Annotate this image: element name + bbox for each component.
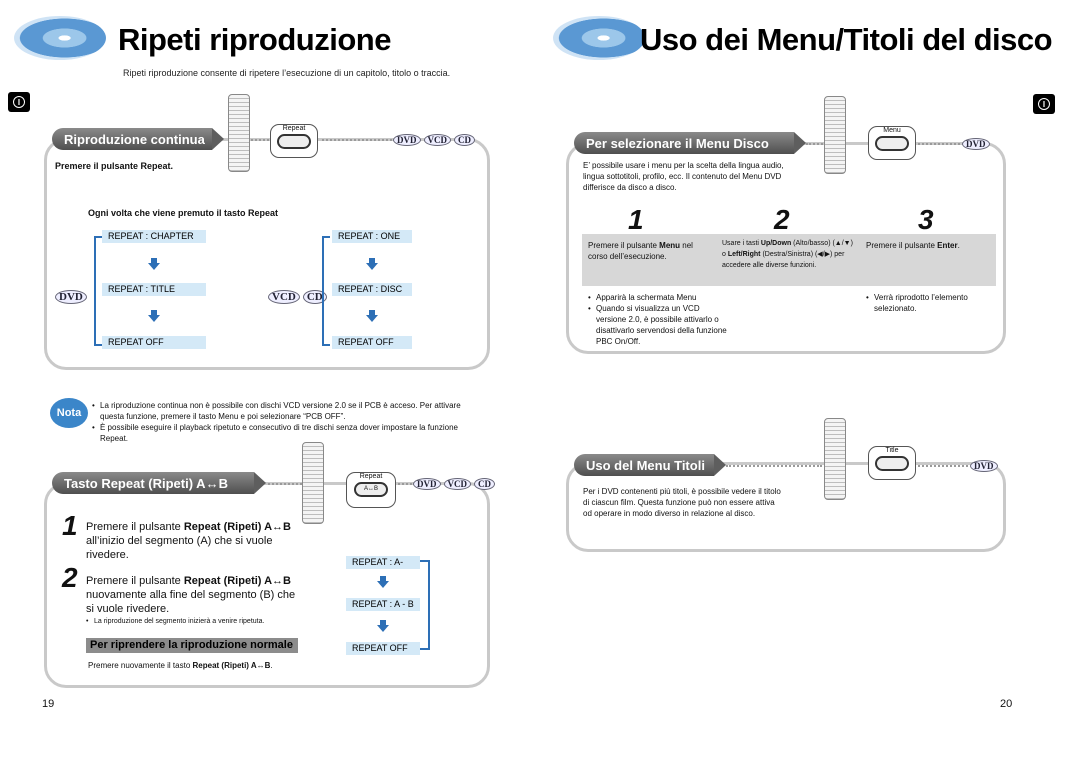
note-item: La riproduzione continua non è possibile… xyxy=(92,400,482,422)
section-tab: Uso del Menu Titoli xyxy=(574,454,726,476)
step-text: Premere il pulsante Repeat (Ripeti) A↔B … xyxy=(86,521,291,561)
step-text: Premere il pulsante Menu nel corso dell’… xyxy=(588,241,693,261)
mode-off: REPEAT OFF xyxy=(102,336,206,349)
step-number: 2 xyxy=(62,562,78,593)
title-button-bubble: Title xyxy=(868,446,916,480)
note-list: La riproduzione continua non è possibile… xyxy=(92,400,482,444)
arrow-down-icon xyxy=(148,310,160,322)
step-note: La riproduzione del segmento inizierà a … xyxy=(86,618,264,625)
dvd-badge: DVD xyxy=(55,290,87,304)
step-text: Usare i tasti Up/Down (Alto/basso) (▲/▼)… xyxy=(722,240,853,269)
divider xyxy=(918,465,968,467)
repeat-button-bubble: Repeat xyxy=(270,124,318,158)
ab-panel xyxy=(44,482,490,688)
mode-disc: REPEAT : DISC xyxy=(332,283,412,296)
mode-a: REPEAT : A- xyxy=(346,556,420,569)
page-subtitle: Ripeti riproduzione consente di ripetere… xyxy=(123,68,451,78)
step-number: 3 xyxy=(918,204,934,235)
step-text: Premere il pulsante Repeat (Ripeti) A↔B … xyxy=(86,575,296,615)
section-tab: Tasto Repeat (Ripeti) A↔B xyxy=(52,472,266,494)
step-text: Premere il pulsante Enter. xyxy=(866,241,960,250)
loop-arrow xyxy=(420,560,430,650)
resume-text: Premere nuovamente il tasto Repeat (Ripe… xyxy=(88,661,273,670)
remote-icon xyxy=(824,96,846,174)
page-number: 20 xyxy=(1000,698,1013,710)
divider xyxy=(322,139,392,141)
page-title: Uso dei Menu/Titoli del disco xyxy=(640,22,1053,57)
each-press: Ogni volta che viene premuto il tasto Re… xyxy=(88,208,279,218)
notes-left: Apparirà la schermata Menu Quando si vis… xyxy=(588,292,728,347)
loop-arrow xyxy=(322,236,330,346)
mode-title: REPEAT : TITLE xyxy=(102,283,206,296)
remote-icon xyxy=(228,94,250,172)
mode-ab: REPEAT : A - B xyxy=(346,598,420,611)
step-number: 2 xyxy=(774,204,790,235)
arrow-down-icon xyxy=(377,620,389,632)
loop-arrow xyxy=(94,236,102,346)
resume-bar: Per riprendere la riproduzione normale xyxy=(86,638,298,653)
menu-button-bubble: Menu xyxy=(868,126,916,160)
remote-icon xyxy=(824,418,846,500)
divider xyxy=(806,143,826,145)
divider xyxy=(398,483,412,485)
divider xyxy=(726,465,822,467)
title-text: Per i DVD contenenti più titoli, è possi… xyxy=(583,487,781,518)
notes-right: Verrà riprodotto l’elemento selezionato. xyxy=(866,292,990,314)
disc-graphic xyxy=(553,16,645,60)
step-box xyxy=(582,234,996,286)
page-title: Ripeti riproduzione xyxy=(118,22,391,57)
disc-graphic xyxy=(14,16,106,60)
mode-off: REPEAT OFF xyxy=(332,336,412,349)
divider xyxy=(918,143,960,145)
page-number: 19 xyxy=(42,698,55,710)
disc-type: DVD xyxy=(970,460,998,472)
section-tab: Per selezionare il Menu Disco xyxy=(574,132,806,154)
language-icon: I xyxy=(8,92,30,112)
note-item: È possibile eseguire il playback ripetut… xyxy=(92,422,482,444)
language-icon: I xyxy=(1033,94,1055,114)
title-panel xyxy=(566,462,1006,552)
arrow-down-icon xyxy=(148,258,160,270)
divider xyxy=(228,139,272,141)
remote-icon xyxy=(302,442,324,524)
arrow-down-icon xyxy=(366,310,378,322)
mode-one: REPEAT : ONE xyxy=(332,230,412,243)
note-badge: Nota xyxy=(50,398,88,428)
ab-button-bubble: Repeat A↔B xyxy=(346,472,396,508)
section-tab: Riproduzione continua xyxy=(52,128,224,150)
arrow-down-icon xyxy=(377,576,389,588)
arrow-down-icon xyxy=(366,258,378,270)
divider xyxy=(268,483,302,485)
instruction: Premere il pulsante Repeat. xyxy=(55,161,174,171)
step-number: 1 xyxy=(62,510,78,541)
step-number: 1 xyxy=(628,204,644,235)
intro-text: E’ possibile usare i menu per la scelta … xyxy=(583,161,784,192)
mode-chapter: REPEAT : CHAPTER xyxy=(102,230,206,243)
mode-off: REPEAT OFF xyxy=(346,642,420,655)
disc-type: DVD xyxy=(962,138,990,150)
